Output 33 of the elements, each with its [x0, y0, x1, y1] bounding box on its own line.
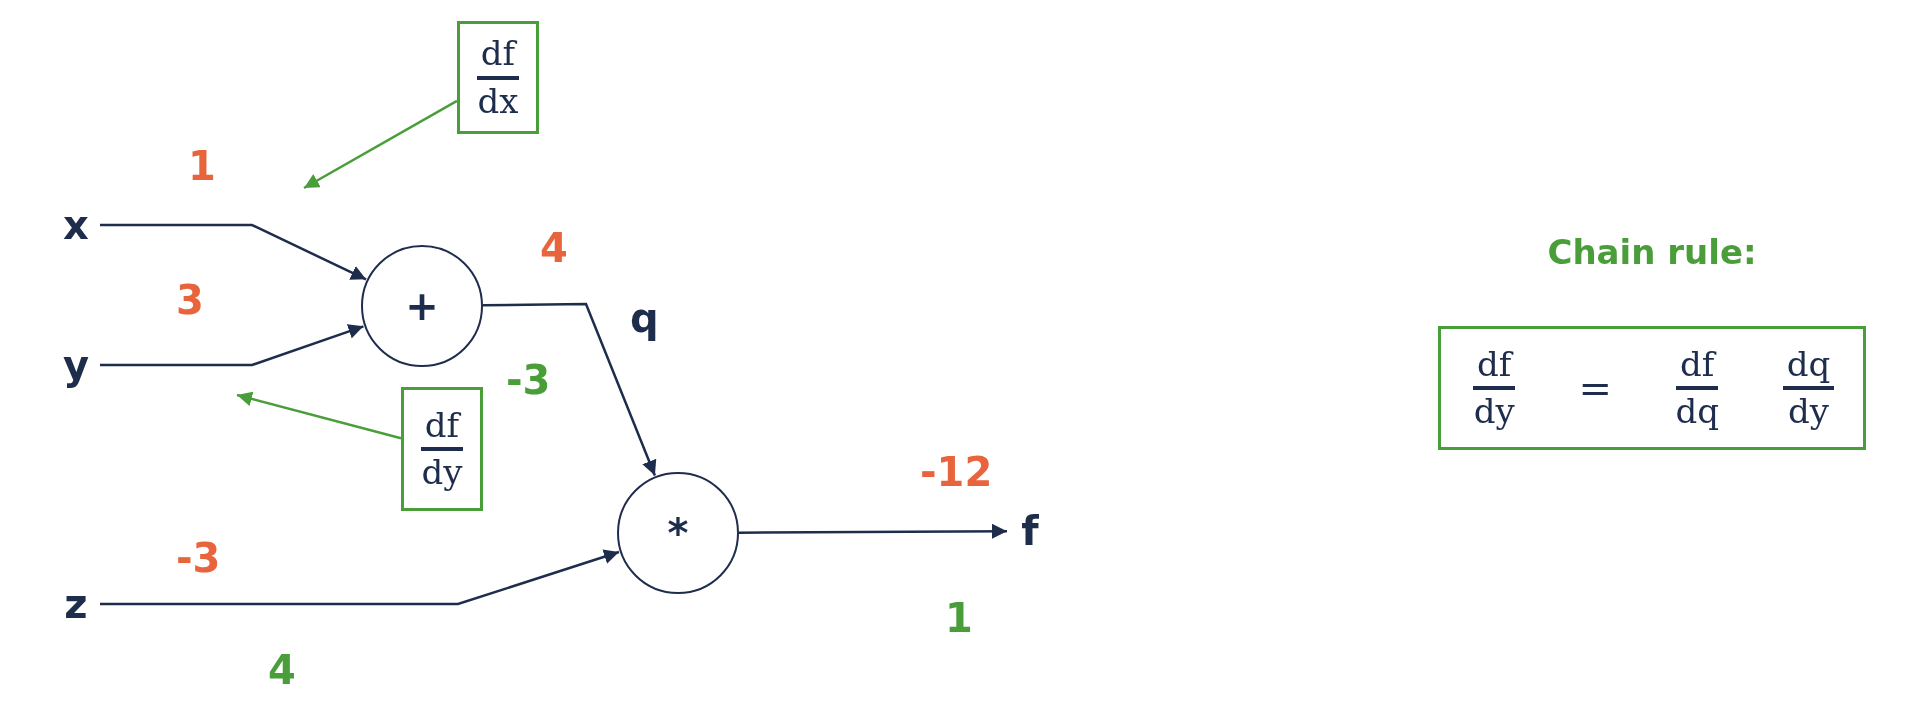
value-label: 1	[945, 598, 973, 638]
leader-line	[303, 99, 458, 190]
arrow	[100, 549, 620, 606]
arrow	[100, 324, 364, 367]
value-label: -12	[920, 452, 993, 492]
value-label: -3	[506, 360, 551, 400]
arrow	[739, 523, 1007, 539]
operation-node: +	[361, 245, 483, 367]
numerator: dq	[1782, 344, 1835, 390]
output-label: f	[1008, 508, 1052, 554]
value-label: -3	[176, 538, 221, 578]
denominator: dy	[1786, 390, 1830, 432]
denominator: dq	[1674, 390, 1721, 432]
operation-node: *	[617, 472, 739, 594]
numerator: df	[1473, 344, 1516, 390]
value-label: 4	[540, 228, 568, 268]
arrow	[483, 302, 657, 476]
value-label: 1	[188, 146, 216, 186]
variable-label: y	[52, 343, 100, 387]
arrow	[100, 223, 367, 281]
numerator: df	[420, 405, 464, 451]
leader-line	[236, 391, 402, 440]
denominator: dy	[1472, 390, 1516, 432]
formula-heading: Chain rule:	[1547, 232, 1757, 272]
denominator: dx	[476, 79, 520, 121]
value-label: 3	[176, 280, 204, 320]
variable-label: z	[52, 582, 100, 626]
denominator: dy	[420, 451, 464, 493]
value-label: 4	[268, 650, 296, 690]
equals-sign: =	[1578, 365, 1612, 411]
variable-label: x	[52, 203, 100, 247]
numerator: df	[476, 34, 520, 80]
numerator: df	[1676, 344, 1719, 390]
